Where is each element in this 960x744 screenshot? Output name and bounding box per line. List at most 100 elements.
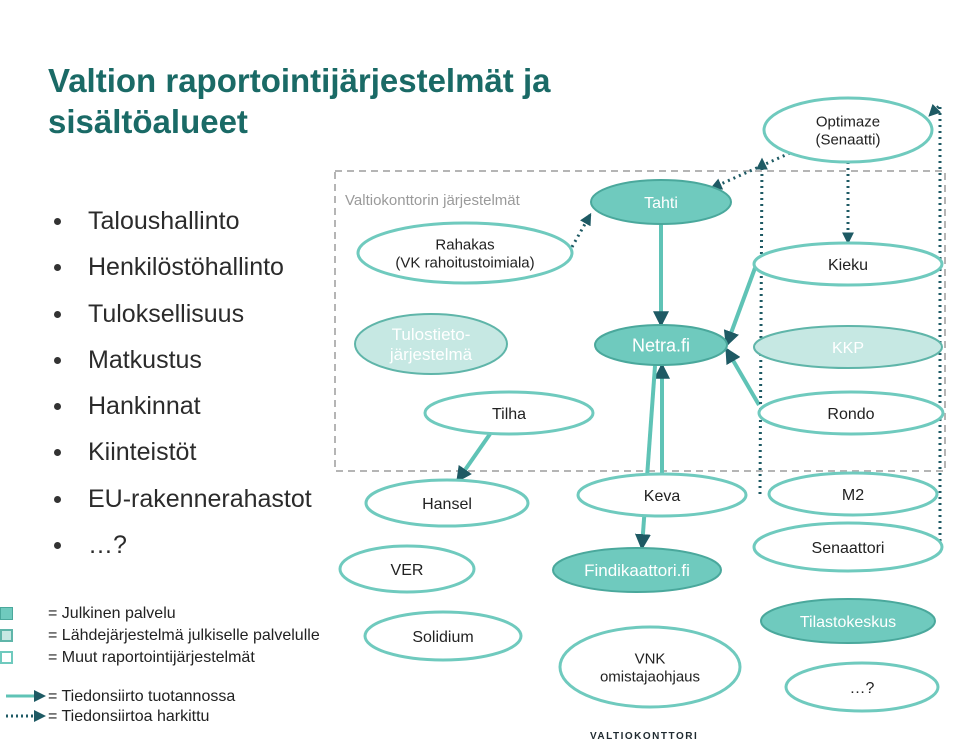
node-senaattori: Senaattori: [752, 521, 944, 573]
node-optimaze-label: (Senaatti): [815, 131, 880, 148]
content-area-item: Matkustus: [50, 337, 312, 383]
node-netra: Netra.fi: [594, 324, 728, 366]
node-kieku-label: Kieku: [828, 257, 868, 274]
bullet-dot-icon: [54, 218, 61, 225]
node-solidium-label: Solidium: [412, 629, 473, 646]
valtiokonttori-group-label: Valtiokonttorin järjestelmät: [345, 192, 521, 209]
node-m2-label: M2: [842, 487, 864, 504]
content-area-label: Tuloksellisuus: [88, 299, 245, 328]
node-tulostieto-shape: [354, 313, 508, 375]
content-area-item: …?: [50, 522, 312, 568]
node-netra-shape: [594, 324, 728, 366]
node-vnk-shape: [558, 625, 742, 709]
node-kkp-label: KKP: [832, 340, 864, 357]
node-rahakas-label: Rahakas: [435, 236, 494, 253]
bullet-dot-icon: [54, 310, 61, 318]
bullet-dot-icon: [54, 403, 61, 411]
content-area-label: Kiinteistöt: [88, 438, 197, 467]
node-keva-label: Keva: [644, 488, 681, 505]
node-kieku: Kieku: [752, 241, 944, 287]
content-area-label: Matkustus: [88, 345, 202, 374]
node-optimaze-shape: [762, 96, 934, 164]
node-tilha-shape: [423, 390, 595, 436]
node-rondo-label: Rondo: [827, 406, 874, 423]
slide-title: Valtion raportointijärjestelmät ja sisäl…: [48, 62, 551, 140]
node-hansel-label: Hansel: [422, 496, 472, 513]
node-tulostieto-label: järjestelmä: [389, 345, 473, 364]
content-area-label: EU-rakennerahastot: [88, 484, 312, 513]
content-area-label: Hankinnat: [88, 392, 201, 421]
node-rahakas-shape: [356, 221, 574, 285]
edge-senaattori-to-optimaze: [928, 101, 942, 547]
content-area-item: Taloushallinto: [50, 198, 312, 244]
node-hansel-shape: [364, 478, 530, 528]
node-senaattori-shape: [752, 521, 944, 573]
node-kkp-shape: [753, 325, 943, 369]
node-senaattori-label: Senaattori: [812, 540, 885, 557]
edge-rahakas-to-tahti: [570, 212, 592, 248]
bullet-dot-icon: [54, 264, 61, 272]
legend-transfer-production-label: = Tiedonsiirto tuotannossa: [48, 688, 236, 705]
edge-rondo-to-netra: [725, 347, 761, 407]
node-tilha-label: Tilha: [492, 406, 526, 423]
bullet-dot-icon: [54, 495, 61, 503]
valtiokonttori-logo: VALTIOKONTTORI: [590, 731, 699, 742]
node-unknown: …?: [784, 661, 940, 713]
node-findikaattori: Findikaattori.fi: [552, 547, 722, 593]
node-tilastokeskus-shape: [760, 598, 936, 644]
legend-other-label: = Muut raportointijärjestelmät: [48, 649, 255, 666]
legend-public-label: = Julkinen palvelu: [48, 605, 176, 622]
legend-source-label: = Lähdejärjestelmä julkiselle palvelulle: [48, 627, 320, 644]
node-findikaattori-label: Findikaattori.fi: [584, 561, 690, 580]
content-area-item: Tuloksellisuus: [50, 291, 312, 337]
content-area-item: EU-rakennerahastot: [50, 476, 312, 522]
node-keva: Keva: [576, 472, 748, 518]
node-ver-label: VER: [391, 562, 424, 579]
node-keva-shape: [576, 472, 748, 518]
node-solidium: Solidium: [363, 610, 523, 662]
edge-m2-to-optimaze: [755, 157, 768, 495]
node-ver-shape: [338, 544, 476, 594]
node-tilastokeskus: Tilastokeskus: [760, 598, 936, 644]
node-vnk-label: omistajaohjaus: [600, 668, 700, 685]
content-area-label: …?: [88, 531, 127, 560]
legend-solid-arrow-icon: [6, 690, 46, 702]
legend-transfer-planned-label: = Tiedonsiirtoa harkittu: [48, 708, 210, 725]
node-tahti-shape: [590, 179, 732, 225]
node-hansel: Hansel: [364, 478, 530, 528]
node-findikaattori-shape: [552, 547, 722, 593]
content-area-label: Henkilöstöhallinto: [88, 253, 284, 282]
node-kieku-shape: [752, 241, 944, 287]
bullet-dot-icon: [54, 356, 61, 364]
node-rondo: Rondo: [757, 390, 945, 436]
legend-dotted-arrow-icon: [6, 710, 46, 722]
node-tulostieto: Tulostieto-järjestelmä: [354, 313, 508, 375]
edge-optimaze-to-tahti: [709, 151, 791, 190]
node-tahti-label: Tahti: [644, 195, 678, 212]
node-m2-shape: [767, 471, 939, 517]
content-area-item: Kiinteistöt: [50, 429, 312, 475]
node-rahakas: Rahakas(VK rahoitustoimiala): [356, 221, 574, 285]
content-area-item: Henkilöstöhallinto: [50, 244, 312, 290]
bullet-dot-icon: [54, 449, 61, 457]
node-optimaze: Optimaze(Senaatti): [762, 96, 934, 164]
valtiokonttori-group-frame: [334, 170, 946, 472]
node-tilha: Tilha: [423, 390, 595, 436]
node-tilastokeskus-label: Tilastokeskus: [800, 614, 896, 631]
edge-tilha-to-hansel: [456, 432, 492, 483]
node-rondo-shape: [757, 390, 945, 436]
node-ver: VER: [338, 544, 476, 594]
node-vnk-label: VNK: [635, 650, 666, 667]
node-optimaze-label: Optimaze: [816, 113, 880, 130]
legend-public-swatch: [0, 607, 13, 620]
node-kkp: KKP: [753, 325, 943, 369]
content-area-label: Taloushallinto: [88, 207, 240, 235]
edge-kieku-to-netra: [723, 267, 757, 348]
node-netra-label: Netra.fi: [632, 335, 690, 355]
edge-netra-to-findikaattori: [634, 365, 657, 551]
bullet-dot-icon: [54, 542, 61, 550]
node-tulostieto-label: Tulostieto-: [392, 325, 471, 344]
